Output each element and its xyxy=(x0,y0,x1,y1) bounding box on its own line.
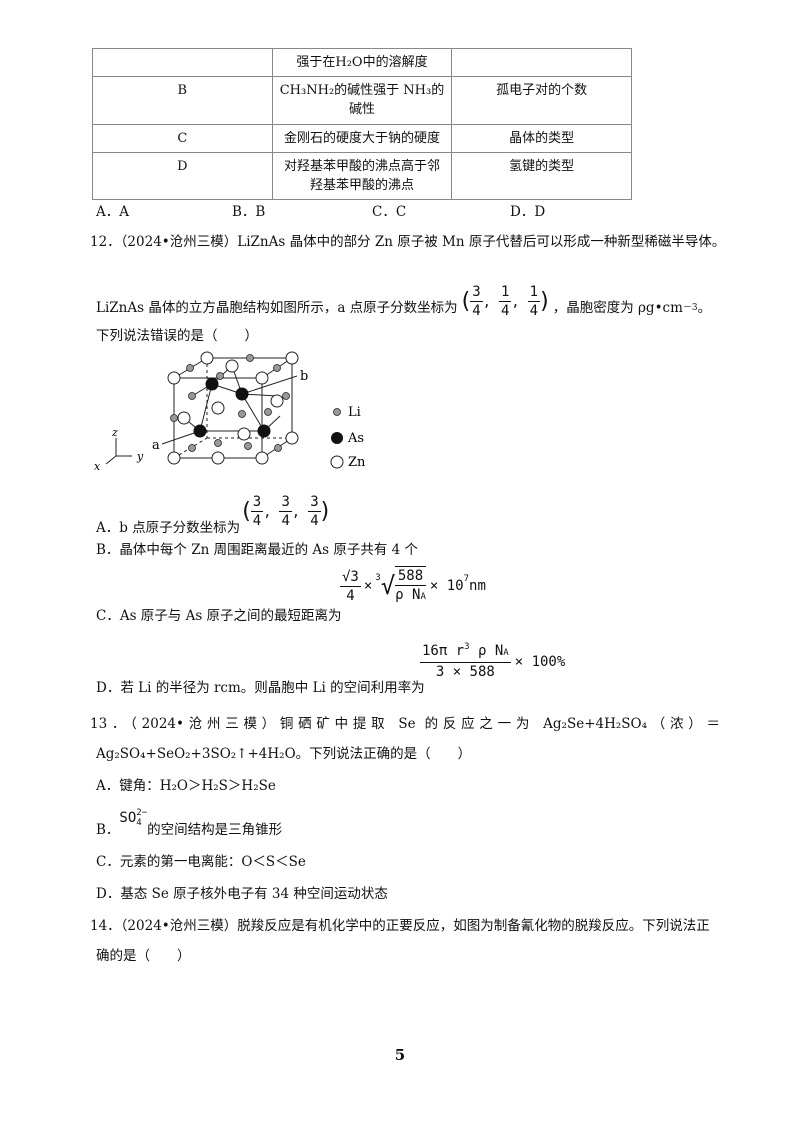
ion-symbol: SO xyxy=(119,810,137,826)
axis-z: z xyxy=(111,426,118,439)
density-exponent: －3 xyxy=(682,302,698,313)
table-cell: 氢键的类型 xyxy=(451,152,632,200)
answer-table: 强于在H₂O中的溶解度 B CH₃NH₂的碱性强于 NH₃的碱性 孤电子对的个数… xyxy=(92,48,632,200)
axis-x: x xyxy=(94,460,101,473)
option-d: D．D xyxy=(510,204,546,220)
formula-num: √3 xyxy=(340,568,361,587)
table-cell: 金刚石的硬度大于钠的硬度 xyxy=(271,124,453,153)
formula-num: 588 xyxy=(395,567,426,586)
coord-den: 4 xyxy=(310,513,319,529)
formula-num-tail: ρ N xyxy=(469,643,504,659)
coord-den: 4 xyxy=(252,513,262,529)
formula-d: 16π r3 ρ NA 3 × 588 × 100% xyxy=(420,642,565,681)
table-cell: 晶体的类型 xyxy=(451,124,632,153)
coord-den: 4 xyxy=(281,513,290,529)
option-a: A．A xyxy=(96,204,129,220)
formula-num: 16π r xyxy=(422,643,465,659)
q12-option-d: D．若 Li 的半径为 rcm。则晶胞中 Li 的空间利用率为 xyxy=(96,680,425,696)
coord-num: 3 xyxy=(279,494,292,512)
period: 。 xyxy=(697,299,712,316)
q12-stem-line3: 下列说法错误的是（ ） xyxy=(96,328,258,344)
q13-option-a: A．键角：H₂O＞H₂S＞H₂Se xyxy=(96,778,276,794)
q12-stem-line1: 12．（2024•沧州三模）LiZnAs 晶体中的部分 Zn 原子被 Mn 原子… xyxy=(90,234,726,250)
legend-as: As xyxy=(347,431,364,446)
coord-num: 3 xyxy=(250,494,264,512)
q14-stem-line1: 14．（2024•沧州三模）脱羧反应是有机化学中的正要反应，如图为制备氰化物的脱… xyxy=(90,918,710,934)
option-b: B．B xyxy=(232,204,266,220)
page-number: 5 xyxy=(394,1046,406,1064)
ion-charge: 2− xyxy=(136,808,148,818)
subscript: A xyxy=(503,648,509,658)
table-cell: B xyxy=(92,76,273,125)
q13-option-b: B． SO 2− 4 的空间结构是三角锥形 xyxy=(96,808,282,838)
table-cell: CH₃NH₂的碱性强于 NH₃的碱性 xyxy=(271,76,453,125)
label-b: b xyxy=(300,369,308,384)
subscript: A xyxy=(420,592,426,602)
q13-option-d: D．基态 Se 原子核外电子有 34 种空间运动状态 xyxy=(96,886,388,902)
ion-subscript: 4 xyxy=(136,818,142,828)
q14-stem-line2: 确的是（ ） xyxy=(96,948,191,964)
q12-option-c: C．As 原子与 As 原子之间的最短距离为 xyxy=(96,608,342,624)
table-cell xyxy=(451,48,632,77)
sulfite-ion: SO 2− 4 xyxy=(119,808,147,828)
table-cell xyxy=(92,48,273,77)
q13-option-c: C．元素的第一电离能：O＜S＜Se xyxy=(96,854,306,870)
root-index: 3 xyxy=(375,573,381,583)
coord-den: 4 xyxy=(500,303,510,319)
legend-zn-marker xyxy=(330,455,344,469)
option-c: C．C xyxy=(372,204,407,220)
table-cell: D xyxy=(92,152,273,200)
unit: nm xyxy=(469,578,486,594)
exponent: 7 xyxy=(463,574,470,584)
label-a: a xyxy=(152,438,160,453)
q13-stem-line2: Ag₂SO₄+SeO₂+3SO₂↑+4H₂O。下列说法正确的是（ ） xyxy=(96,746,472,762)
table-cell: C xyxy=(92,124,273,153)
table-cell: 孤电子对的个数 xyxy=(451,76,632,125)
coord-num: 1 xyxy=(498,284,512,302)
table-row: D 对羟基苯甲酸的沸点高于邻羟基苯甲酸的沸点 氢键的类型 xyxy=(92,152,632,200)
formula-den: 4 xyxy=(346,587,355,604)
axis-y: y xyxy=(136,450,144,463)
legend-as-marker xyxy=(331,432,343,444)
formula-den: 3 × 588 xyxy=(435,664,495,680)
legend-li-marker xyxy=(333,408,341,416)
table-cell: 强于在H₂O中的溶解度 xyxy=(271,48,453,77)
formula-tail: × 100% xyxy=(514,653,566,670)
table-row: C 金刚石的硬度大于钠的硬度 晶体的类型 xyxy=(92,124,632,153)
option-prefix: B． xyxy=(96,822,120,838)
q12-option-b: B．晶体中每个 Zn 周围距离最近的 As 原子共有 4 个 xyxy=(96,542,419,558)
option-text: 的空间结构是三角锥形 xyxy=(147,822,283,838)
density-text: ，晶胞密度为 ρg•cm xyxy=(552,299,683,316)
coord-den: 4 xyxy=(529,303,539,319)
q12-option-a-text: A．b 点原子分数坐标为 xyxy=(96,519,241,536)
formula-tail: × 10 xyxy=(429,578,464,594)
table-cell: 对羟基苯甲酸的沸点高于邻羟基苯甲酸的沸点 xyxy=(271,152,453,200)
q13-stem-line1: 13．（2024•沧州三模）铜硒矿中提取 Se 的反应之一为 Ag₂Se+4H₂… xyxy=(90,716,720,732)
coord-den: 4 xyxy=(472,303,481,319)
q12-stem-text: LiZnAs 晶体的立方晶胞结构如图所示，a 点原子分数坐标为 xyxy=(96,299,458,316)
crystal-cell-figure: b a z y x Li As Zn xyxy=(94,351,366,473)
times-sign: × xyxy=(363,578,373,594)
exponent: 3 xyxy=(464,642,470,652)
table-row: 强于在H₂O中的溶解度 xyxy=(92,48,632,77)
table-row: B CH₃NH₂的碱性强于 NH₃的碱性 孤电子对的个数 xyxy=(92,76,632,125)
legend-li: Li xyxy=(348,405,361,420)
coord-num: 1 xyxy=(527,284,541,302)
coord-num: 3 xyxy=(470,284,483,302)
formula-den: ρ N xyxy=(395,587,421,603)
legend-zn: Zn xyxy=(348,455,366,470)
coord-num: 3 xyxy=(308,494,321,512)
